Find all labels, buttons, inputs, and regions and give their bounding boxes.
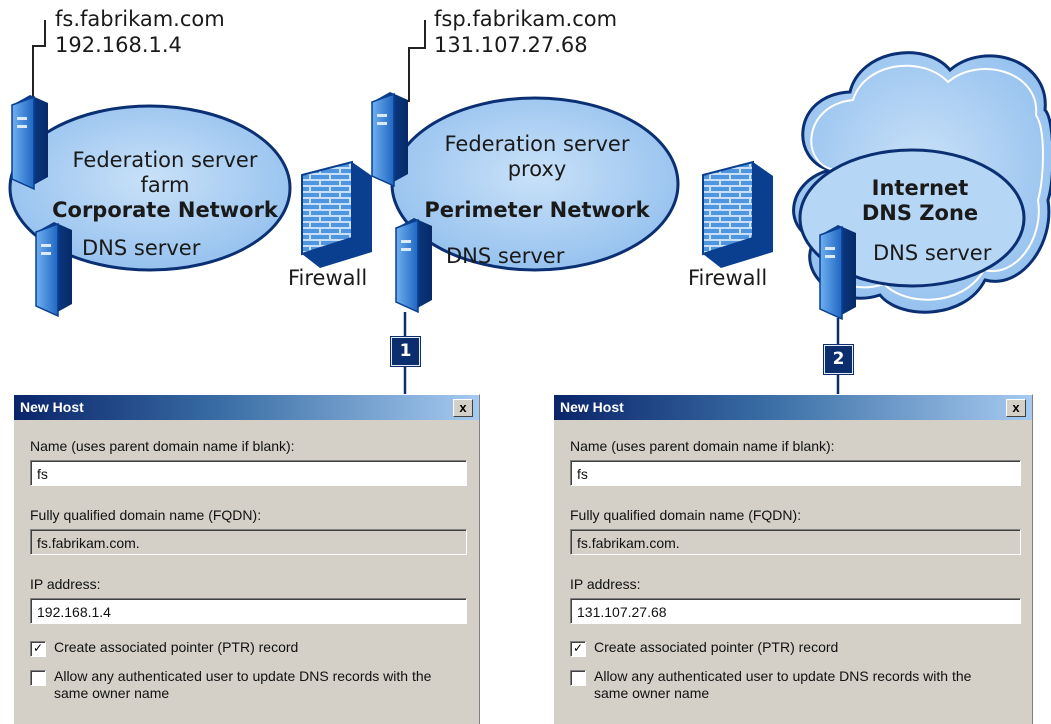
close-icon[interactable]: x — [453, 399, 473, 417]
perimeter-zone-line1: Federation server — [444, 132, 630, 156]
internet-zone-line2: DNS Zone — [861, 201, 979, 225]
corporate-network-zone — [8, 104, 292, 272]
dialog-title-bar[interactable]: New Host x — [14, 395, 479, 420]
allow-update-label-line2: same owner name — [54, 685, 170, 701]
perimeter-ip-label: 131.107.27.68 — [434, 33, 588, 57]
internet-dns-server-icon — [819, 225, 856, 321]
internet-dns-label: DNS server — [873, 241, 992, 265]
dialog-title-bar[interactable]: New Host x — [554, 395, 1032, 420]
corporate-zone-name: Corporate Network — [52, 198, 278, 222]
step-badge-1: 1 — [391, 337, 420, 366]
ptr-checkbox-label: Create associated pointer (PTR) record — [594, 639, 839, 655]
firewall-2-label: Firewall — [688, 266, 768, 290]
dialog-title: New Host — [560, 399, 624, 415]
firewall-2-icon — [702, 160, 773, 268]
corporate-zone-line2: farm — [140, 173, 190, 197]
firewall-1-icon — [301, 160, 372, 268]
perimeter-zone-line2: proxy — [507, 157, 567, 181]
corporate-dns-server-icon — [35, 222, 72, 318]
callout-line-perimeter — [408, 20, 426, 102]
allow-update-label-line1: Allow any authenticated user to update D… — [54, 668, 432, 684]
federation-proxy-server-icon — [371, 92, 408, 188]
fqdn-field: fs.fabrikam.com. — [570, 529, 1021, 555]
corporate-dns-label: DNS server — [82, 236, 201, 260]
name-input[interactable]: fs — [570, 460, 1021, 486]
federation-server-icon — [11, 95, 48, 191]
firewall-1-label: Firewall — [288, 266, 368, 290]
fqdn-label: Fully qualified domain name (FQDN): — [570, 507, 802, 523]
perimeter-host-label: fsp.fabrikam.com — [434, 7, 618, 31]
name-input[interactable]: fs — [30, 460, 467, 486]
allow-update-checkbox[interactable] — [570, 670, 586, 686]
ptr-checkbox[interactable]: ✓ — [30, 641, 46, 657]
ip-address-label: IP address: — [570, 576, 641, 592]
ptr-checkbox-label: Create associated pointer (PTR) record — [54, 639, 299, 655]
ip-address-input[interactable]: 131.107.27.68 — [570, 598, 1021, 624]
close-icon[interactable]: x — [1006, 399, 1026, 417]
corporate-zone-line1: Federation server — [72, 148, 258, 172]
perimeter-dns-server-icon — [395, 218, 432, 314]
internet-zone-line1: Internet — [871, 176, 969, 200]
fqdn-label: Fully qualified domain name (FQDN): — [30, 507, 262, 523]
name-label: Name (uses parent domain name if blank): — [570, 438, 835, 454]
dialog-title: New Host — [20, 399, 84, 415]
ip-address-label: IP address: — [30, 576, 101, 592]
fqdn-field: fs.fabrikam.com. — [30, 529, 467, 555]
new-host-dialog-1: New Host x Name (uses parent domain name… — [13, 394, 480, 724]
allow-update-label-line1: Allow any authenticated user to update D… — [594, 668, 972, 684]
allow-update-checkbox[interactable] — [30, 670, 46, 686]
corporate-host-label: fs.fabrikam.com — [55, 7, 225, 31]
name-label: Name (uses parent domain name if blank): — [30, 438, 295, 454]
ip-address-input[interactable]: 192.168.1.4 — [30, 598, 467, 624]
allow-update-label-line2: same owner name — [594, 685, 710, 701]
perimeter-zone-name: Perimeter Network — [424, 198, 650, 222]
callout-line-corporate — [32, 20, 46, 108]
perimeter-dns-label: DNS server — [446, 244, 565, 268]
new-host-dialog-2: New Host x Name (uses parent domain name… — [553, 394, 1033, 724]
corporate-ip-label: 192.168.1.4 — [55, 33, 182, 57]
ptr-checkbox[interactable]: ✓ — [570, 641, 586, 657]
step-badge-2: 2 — [824, 345, 853, 374]
